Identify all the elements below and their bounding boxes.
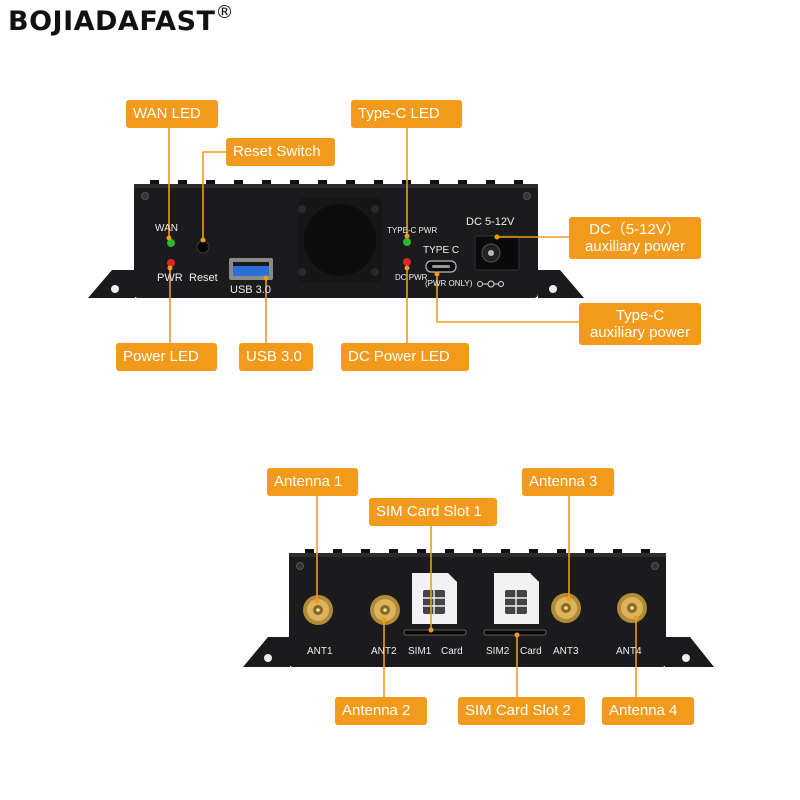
rear-panel xyxy=(243,495,714,697)
sim-card-icon xyxy=(494,573,539,624)
callout-type-c-aux-power: Type-C auxiliary power xyxy=(579,303,701,345)
callout-sim-card-slot-2: SIM Card Slot 2 xyxy=(458,697,585,725)
callout-dc-aux-power-line1: DC（5-12V） xyxy=(589,221,681,238)
ant1-printed-label: ANT1 xyxy=(307,646,333,657)
callout-dc-aux-power-line2: auxiliary power xyxy=(584,238,686,255)
type-c-led-icon xyxy=(403,238,411,246)
mounting-ear-left xyxy=(243,637,290,667)
rear-chassis xyxy=(289,553,666,667)
callout-type-c-aux-power-line2: auxiliary power xyxy=(589,324,691,341)
callout-power-led: Power LED xyxy=(116,343,217,371)
antenna-connector-3[interactable] xyxy=(551,593,581,623)
type-c-printed-label: TYPE C xyxy=(423,245,460,256)
power-led-icon xyxy=(167,259,175,267)
callout-sim-card-slot-1: SIM Card Slot 1 xyxy=(369,498,497,526)
antenna-connector-4[interactable] xyxy=(617,593,647,623)
mounting-ear-left xyxy=(88,270,135,298)
registered-mark: ® xyxy=(215,2,234,23)
wan-led-icon xyxy=(167,239,175,247)
callout-antenna-3: Antenna 3 xyxy=(522,468,614,496)
brand-name: BOJIADAFAST xyxy=(8,6,216,37)
mounting-ear-right xyxy=(538,270,584,298)
dc-rating-printed-label: DC 5-12V xyxy=(466,216,515,228)
usb-printed-label: USB 3.0 xyxy=(230,284,271,296)
wan-printed-label: WAN xyxy=(155,223,178,234)
fan-icon xyxy=(304,204,376,276)
reset-button[interactable] xyxy=(196,240,210,254)
sim2-printed-label: SIM2 xyxy=(486,646,510,657)
ear-hole xyxy=(549,285,557,293)
ant3-printed-label: ANT3 xyxy=(553,646,579,657)
callout-dc-aux-power: DC（5-12V） auxiliary power xyxy=(569,217,701,259)
dc-power-led-icon xyxy=(403,258,411,266)
polarity-icon xyxy=(477,280,504,288)
pwr-only-printed-label: (PWR ONLY) xyxy=(425,279,473,288)
type-c-pwr-printed-label: TYPE-C PWR xyxy=(387,226,438,235)
callout-wan-led: WAN LED xyxy=(126,100,218,128)
brand-logo: BOJIADAFAST® xyxy=(8,2,234,37)
callout-dc-power-led: DC Power LED xyxy=(341,343,469,371)
callout-reset-switch: Reset Switch xyxy=(226,138,335,166)
rear-callout-leaders xyxy=(316,495,637,697)
antenna-connector-1[interactable] xyxy=(303,595,333,625)
sim1-slot[interactable] xyxy=(403,629,467,636)
callout-antenna-1: Antenna 1 xyxy=(267,468,358,496)
front-callout-leaders xyxy=(168,126,579,344)
sim1-printed-label: SIM1 xyxy=(408,646,432,657)
sim-card-icon xyxy=(412,573,457,624)
reset-printed-label: Reset xyxy=(189,272,218,284)
pwr-printed-label: PWR xyxy=(157,272,183,284)
callout-antenna-4: Antenna 4 xyxy=(602,697,694,725)
callout-usb3: USB 3.0 xyxy=(239,343,313,371)
callout-type-c-aux-power-line1: Type-C xyxy=(615,307,665,324)
callout-antenna-2: Antenna 2 xyxy=(335,697,427,725)
dc-pwr-printed-label: DC PWR xyxy=(395,273,428,282)
ant2-printed-label: ANT2 xyxy=(371,646,397,657)
ant4-printed-label: ANT4 xyxy=(616,646,642,657)
ear-hole xyxy=(111,285,119,293)
antenna-connector-2[interactable] xyxy=(370,595,400,625)
mounting-ear-right xyxy=(665,637,714,667)
card1-printed-label: Card xyxy=(441,646,463,657)
front-panel xyxy=(88,126,584,344)
callout-type-c-led: Type-C LED xyxy=(351,100,462,128)
card2-printed-label: Card xyxy=(520,646,542,657)
